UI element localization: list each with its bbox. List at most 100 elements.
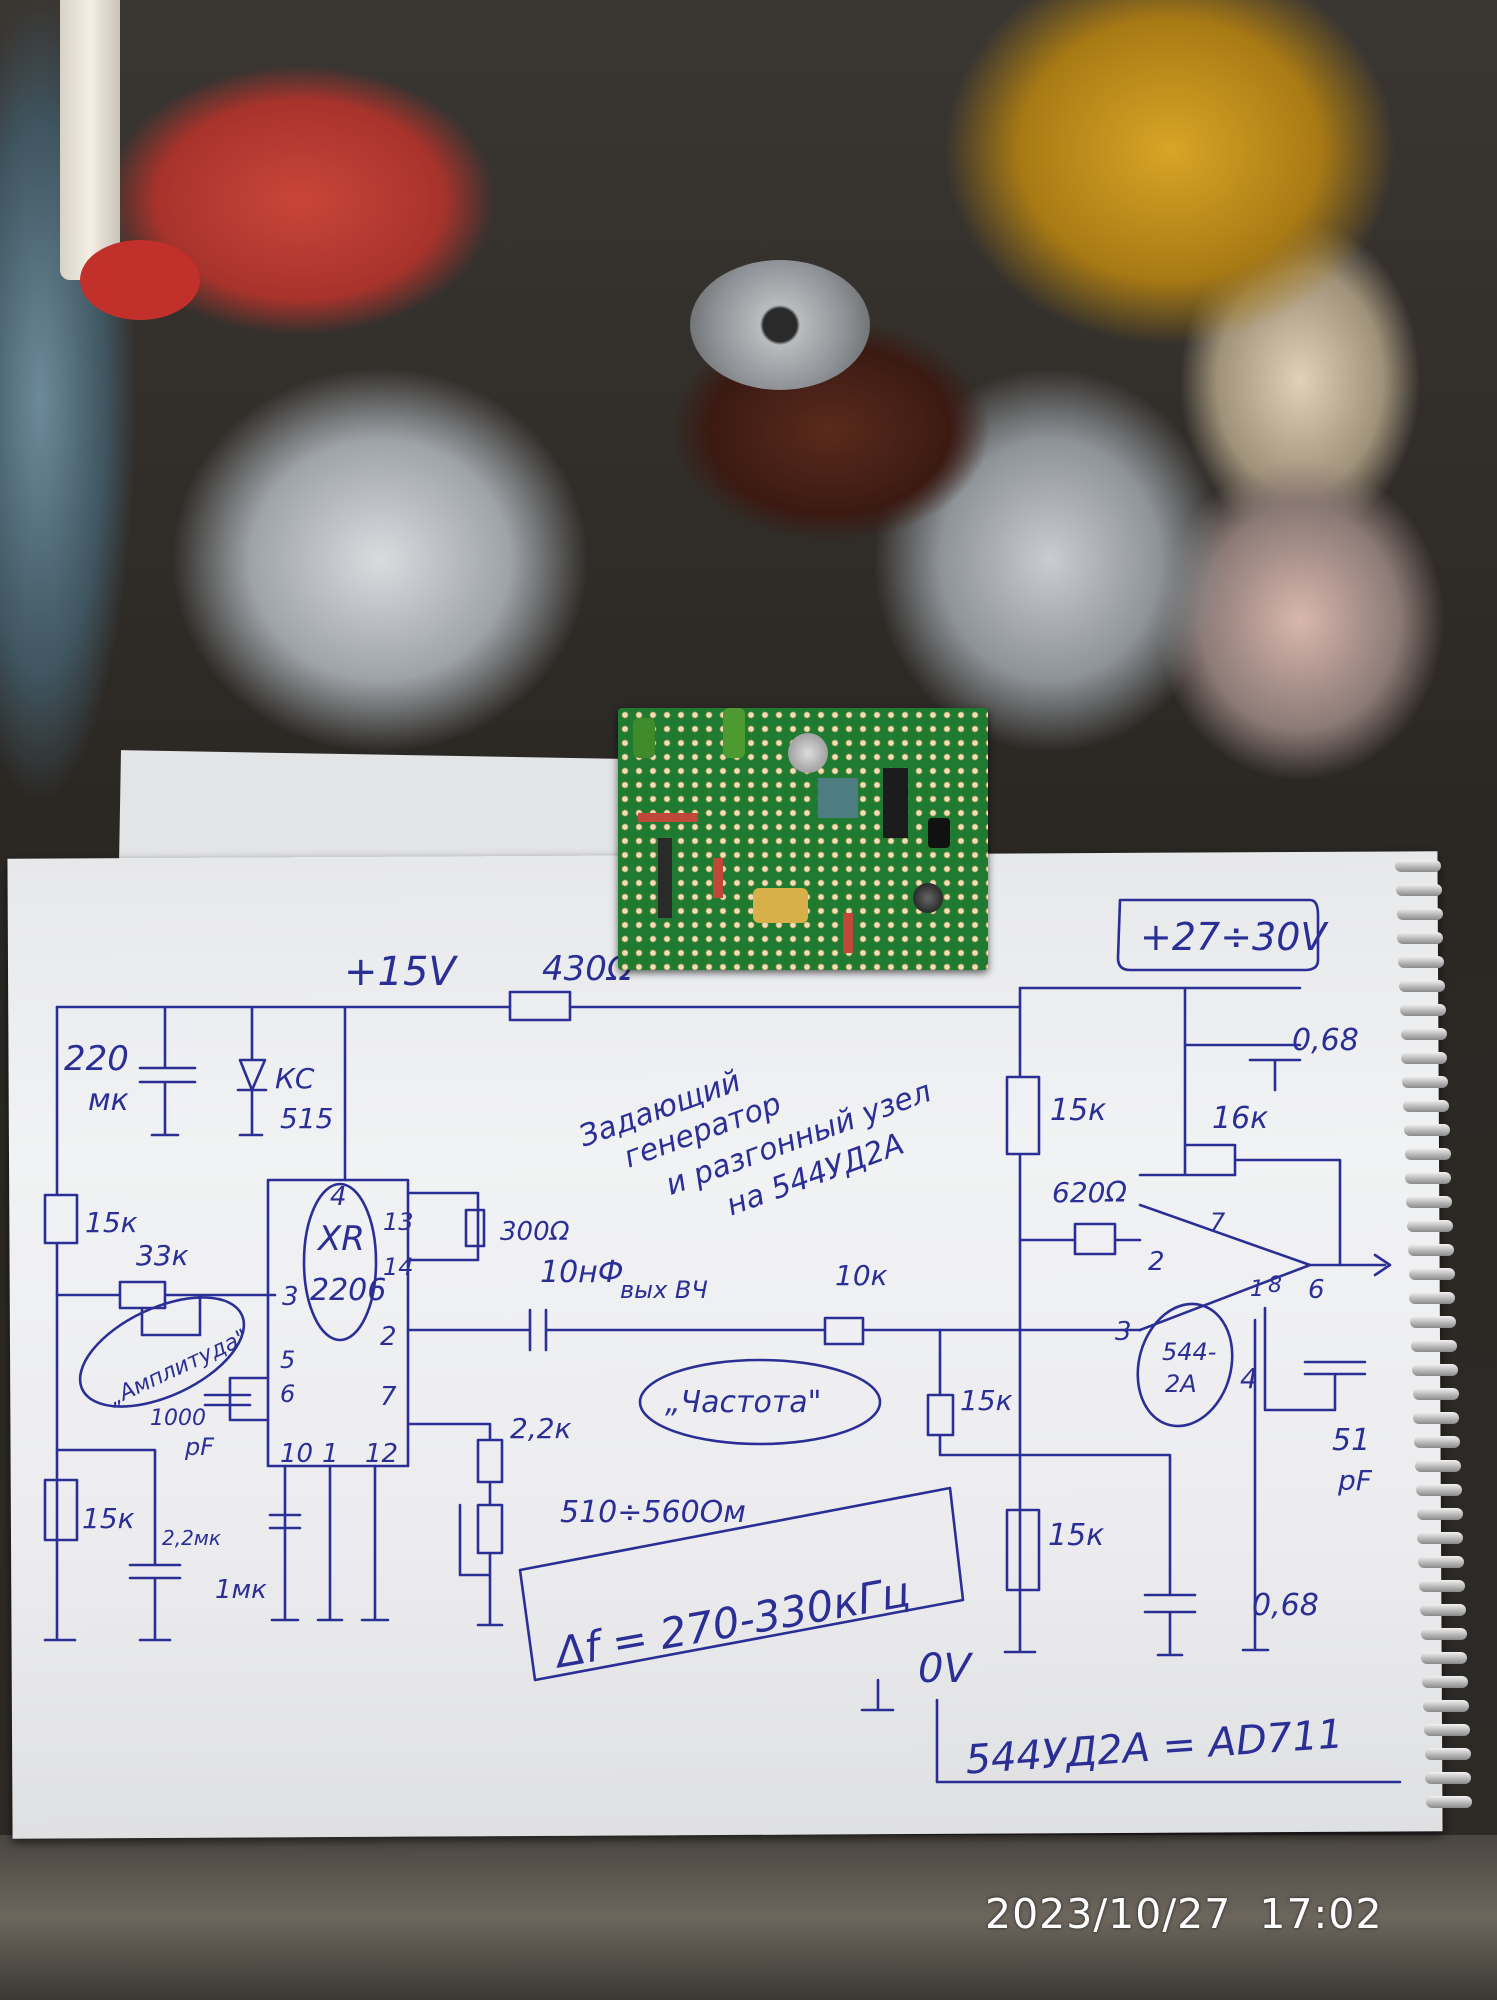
spiral-ring [1412,1388,1459,1400]
spiral-ring [1424,1748,1471,1760]
spiral-ring [1404,1148,1451,1160]
opamp-pin-2: 2 [1148,1247,1165,1277]
label-r-15k-right-top: 15к [1050,1093,1106,1128]
spiral-ring [1401,1052,1448,1064]
spiral-ring [1413,1412,1460,1424]
spiral-ring [1411,1340,1457,1352]
lamp-post [60,0,120,280]
spiral-ring [1408,1268,1455,1280]
label-cap-2-2u: 2,2мк [162,1526,221,1550]
label-cap-1000-unit: pF [184,1433,215,1461]
prototype-circuit-board [618,708,988,970]
label-cap-51-unit: pF [1337,1464,1373,1497]
spiral-ring [1415,1460,1461,1472]
resistor [713,858,723,898]
spiral-ring [1410,1316,1457,1328]
spiral-ring [1418,1556,1465,1568]
label-r-15k-left-bottom: 15к [82,1502,135,1535]
ic-pin-14: 14 [383,1253,414,1281]
ic-pin-7: 7 [380,1382,397,1412]
opamp-pin-3: 3 [1115,1317,1132,1347]
spiral-ring [1409,1292,1456,1304]
spiral-ring [1417,1532,1464,1544]
spiral-ring [1399,980,1445,992]
ic-pin-3: 3 [282,1282,299,1312]
label-r-620: 620Ω [1052,1176,1127,1209]
spiral-ring [1395,884,1442,896]
green-capacitor [723,708,745,758]
yellow-capacitor [753,888,808,923]
spiral-ring [1407,1220,1453,1232]
spiral-ring [1402,1076,1449,1088]
label-cap-1u: 1мк [215,1575,267,1605]
spiral-ring [1403,1100,1449,1112]
ic-pin-12: 12 [365,1439,398,1469]
ic-pin-4: 4 [330,1182,347,1212]
label-frequency: „Частота" [665,1385,821,1420]
trimmer-potentiometer [788,733,828,773]
label-r-15k-low: 15к [1048,1518,1104,1553]
label-supply-27-30v: +27÷30V [1140,915,1329,959]
spiral-ring [1419,1580,1465,1592]
label-freq-range: Δf = 270-330кГц [549,1567,913,1678]
electrolytic-capacitor [928,818,950,848]
label-ic-2206: 2206 [310,1273,386,1308]
label-r-2-2k: 2,2к [510,1412,572,1445]
lamp-base [80,240,200,320]
opamp-pin-8: 8 [1268,1273,1282,1298]
ic-pin-13: 13 [383,1208,414,1236]
label-ground-0v: 0V [918,1646,973,1692]
spiral-ring [1414,1436,1461,1448]
spiral-ring [1399,1004,1446,1016]
ic-pin-1: 1 [322,1439,339,1469]
label-cap-220: 220 [64,1039,129,1079]
spiral-ring [1400,1028,1447,1040]
spiral-ring [1422,1676,1469,1688]
spiral-ring [1403,1124,1450,1136]
opamp-pin-1: 1 [1250,1277,1264,1302]
workbench-bottom [0,1835,1497,2000]
label-cap-1000: 1000 [150,1406,206,1431]
spiral-ring [1396,908,1443,920]
green-capacitor [633,718,655,758]
spiral-ring [1395,860,1441,872]
label-r-15k-left-top: 15к [85,1206,138,1239]
label-cap-068-top: 0,68 [1292,1023,1359,1058]
spiral-ring [1423,1700,1469,1712]
opamp-pin-6: 6 [1308,1275,1325,1305]
label-r-16k: 16к [1212,1101,1268,1136]
spiral-ring [1416,1508,1463,1520]
ic-pin-6: 6 [280,1380,295,1408]
spiral-binding [1395,860,1473,1830]
label-r-300: 300Ω [500,1217,570,1247]
spiral-ring [1423,1724,1470,1736]
label-430-ohm: 430Ω [542,949,633,989]
label-output-hf: вых ВЧ [620,1276,708,1304]
solder-spool [690,260,870,390]
electrolytic-capacitor [913,883,943,913]
spiral-ring [1405,1172,1452,1184]
spiral-ring [1406,1196,1453,1208]
resistor [638,813,698,822]
spiral-ring [1397,932,1444,944]
spiral-ring [1407,1244,1454,1256]
label-pot-33k: 33к [136,1239,189,1272]
spiral-ring [1411,1364,1458,1376]
spiral-ring [1419,1604,1466,1616]
spiral-ring [1421,1652,1468,1664]
schematic-wires [43,898,1402,1784]
schematic-labels: +15V 430Ω +27÷30V 220 мк КС 515 Задающий… [64,915,1373,1784]
spiral-ring [1426,1796,1473,1808]
label-pot-510-560: 510÷560Ом [560,1495,746,1530]
label-opamp-2a: 2А [1165,1370,1197,1398]
ic-pin-5: 5 [280,1346,295,1374]
ic-pin-2: 2 [380,1322,397,1352]
label-zener-type: КС [275,1062,315,1095]
label-ic-xr: XR [316,1219,365,1259]
spiral-ring [1398,956,1445,968]
spiral-ring [1420,1628,1467,1640]
label-r-10k: 10к [835,1259,888,1292]
label-equivalence: 544УД2А = AD711 [964,1711,1345,1783]
label-zener-value: 515 [280,1102,333,1135]
